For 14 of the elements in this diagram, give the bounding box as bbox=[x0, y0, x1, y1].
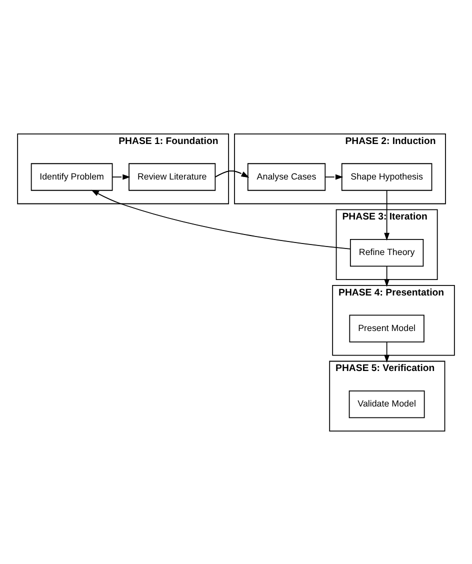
arrow bbox=[214, 170, 250, 178]
node-box: Identify Problem bbox=[30, 162, 113, 190]
arrow bbox=[91, 189, 351, 249]
node-box: Validate Model bbox=[348, 390, 425, 418]
arrow bbox=[384, 341, 390, 362]
node-box: Analyse Cases bbox=[247, 162, 326, 190]
arrow bbox=[384, 266, 390, 286]
node-box: Shape Hypothesis bbox=[341, 162, 432, 190]
arrow bbox=[112, 174, 130, 180]
node-box: Refine Theory bbox=[350, 238, 424, 266]
node-box: Review Literature bbox=[128, 162, 216, 190]
arrow bbox=[384, 190, 390, 240]
arrow bbox=[324, 174, 344, 180]
node-box: Present Model bbox=[349, 314, 424, 342]
